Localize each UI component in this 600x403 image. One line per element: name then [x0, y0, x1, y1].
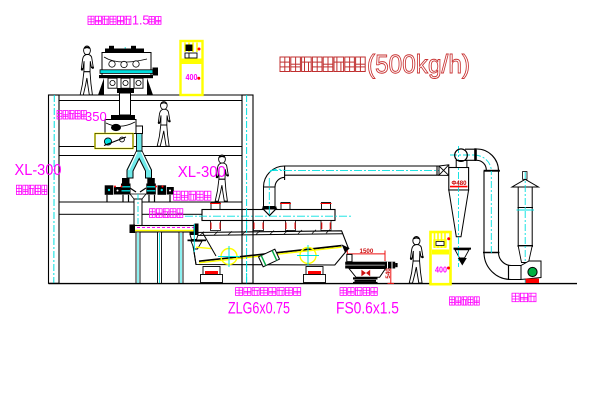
- svg-text:XL-300: XL-300: [15, 162, 62, 179]
- svg-text:400: 400: [435, 265, 447, 275]
- svg-text:350: 350: [85, 109, 107, 124]
- svg-text:XL-300: XL-300: [178, 164, 226, 181]
- svg-text:(500kg/h): (500kg/h): [367, 49, 470, 79]
- svg-text:1500: 1500: [360, 248, 374, 255]
- svg-text:540: 540: [385, 268, 392, 279]
- svg-text:400: 400: [186, 72, 198, 82]
- svg-text:FS0.6x1.5: FS0.6x1.5: [336, 300, 399, 318]
- svg-text:Φ480: Φ480: [452, 181, 468, 187]
- svg-text:1.5: 1.5: [132, 14, 149, 28]
- svg-text:ZLG6x0.75: ZLG6x0.75: [228, 300, 290, 318]
